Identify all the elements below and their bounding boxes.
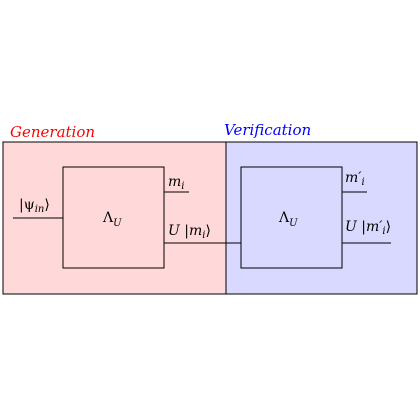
verification-region [225, 141, 418, 295]
verification-lambda-box [240, 166, 343, 269]
verification-quantum-label: U |m′i⟩ [345, 219, 391, 237]
generation-box-label: ΛU [102, 210, 122, 229]
generation-quantum-label: U |mi⟩ [168, 223, 211, 241]
generation-title: Generation [10, 123, 95, 141]
input-state-label: |ψin⟩ [19, 197, 50, 215]
verification-classical-label: m′i [345, 170, 365, 188]
verification-title: Verification [224, 121, 311, 139]
verification-box-label: ΛU [278, 210, 298, 229]
generation-classical-label: mi [168, 174, 184, 192]
